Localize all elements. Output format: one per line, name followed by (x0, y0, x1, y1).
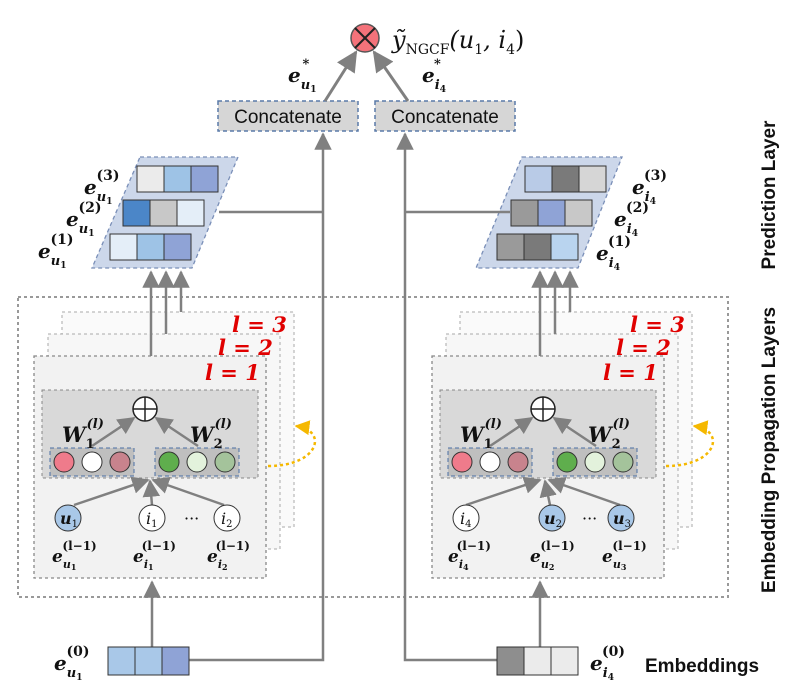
left-msg-pink (53, 451, 75, 473)
right-stack-labels: ei4(3) ei4(2) ei4(1) (596, 168, 667, 273)
right-propagation (431, 311, 693, 579)
svg-text:i2: i2 (221, 509, 233, 530)
svg-text:u1: u1 (60, 509, 78, 530)
right-embedding-vector (496, 646, 579, 676)
left-msg-green (158, 451, 180, 473)
left-node-u1 (54, 504, 82, 532)
svg-text:u2: u2 (544, 509, 562, 530)
svg-text:eu2(l−1): eu2(l−1) (530, 539, 575, 572)
concat-left: Concatenate (217, 100, 359, 132)
right-aggregation: W1(l) W2(l) (447, 396, 638, 477)
concat-left-label: Concatenate (234, 107, 342, 128)
right-msg-lightgreen (584, 451, 606, 473)
left-layer-label-2: l = 2 (218, 335, 273, 360)
left-msg-sage (214, 451, 236, 473)
left-w1-label: W1(l) (62, 417, 104, 452)
left-msg-white (81, 451, 103, 473)
svg-text:i1: i1 (146, 509, 158, 530)
ei-star-label: ei4* (422, 57, 446, 95)
output-node: ỹNGCF(u1, i4) (350, 23, 524, 58)
output-arg2-sub: 4 (506, 42, 515, 58)
svg-text:eu1(2): eu1(2) (66, 200, 101, 239)
left-msg-lightgreen (186, 451, 208, 473)
left-stack-row-3 (136, 165, 219, 193)
right-stack-row-1 (496, 233, 579, 261)
svg-text:ei4(l−1): ei4(l−1) (448, 539, 491, 572)
output-symbol: ỹ (391, 26, 406, 54)
svg-text:ei4(3): ei4(3) (632, 168, 667, 207)
right-msg-sage (612, 451, 634, 473)
svg-text:eu1(l−1): eu1(l−1) (52, 539, 97, 572)
left-layer-label-3: l = 3 (232, 312, 287, 337)
svg-text:ei4(2): ei4(2) (614, 200, 649, 239)
right-node-labels: ei4(l−1) eu2(l−1) eu3(l−1) (448, 539, 647, 572)
output-sub: NGCF (406, 42, 450, 58)
left-node-i1 (138, 504, 166, 532)
right-stack-row-2 (510, 199, 593, 227)
svg-text:ei4(1): ei4(1) (596, 234, 631, 273)
side-label-propagation: Embedding Propagation Layers (759, 307, 780, 593)
svg-text:ei2(l−1): ei2(l−1) (207, 539, 250, 572)
concat-right-label: Concatenate (391, 107, 499, 128)
right-stack-row-3 (524, 165, 607, 193)
right-node-i4 (452, 504, 480, 532)
right-w1-label: W1(l) (460, 417, 502, 452)
left-node-i2 (213, 504, 241, 532)
right-msg-white (479, 451, 501, 473)
side-label-embeddings: Embeddings (645, 656, 759, 677)
emb-right-label: ei4(0) (590, 644, 625, 683)
right-layer-label-1: l = 1 (603, 360, 658, 385)
left-embedding-vector (107, 646, 190, 676)
output-arg1-sub: 1 (474, 42, 483, 58)
emb-left-label: eu1(0) (54, 644, 89, 683)
left-ellipsis: ··· (184, 509, 199, 528)
svg-text:eu1(3): eu1(3) (84, 168, 119, 207)
svg-text:eu3(l−1): eu3(l−1) (602, 539, 647, 572)
left-stack-row-2 (122, 199, 205, 227)
output-args: (u (449, 26, 474, 54)
svg-text:i4: i4 (460, 509, 472, 530)
right-layer-label-2: l = 2 (616, 335, 671, 360)
left-w2-label: W2(l) (190, 417, 232, 452)
left-nodes: u1 i1 ··· i2 (54, 504, 241, 532)
left-aggregation: W1(l) W2(l) (49, 396, 240, 477)
right-node-u3 (607, 504, 635, 532)
right-msg-rose (507, 451, 529, 473)
left-node-labels: eu1(l−1) ei1(l−1) ei2(l−1) (52, 539, 250, 572)
left-stack-row-1 (109, 233, 192, 261)
right-msg-green (556, 451, 578, 473)
right-node-u2 (538, 504, 566, 532)
svg-text:ei1(l−1): ei1(l−1) (133, 539, 176, 572)
right-ellipsis: ··· (582, 509, 597, 528)
output-comma: , i (483, 26, 506, 54)
concat-right: Concatenate (374, 100, 516, 132)
side-label-prediction: Prediction Layer (759, 120, 780, 269)
eu-star-label: eu1* (288, 57, 316, 95)
right-layer-label-3: l = 3 (630, 312, 685, 337)
svg-text:u3: u3 (613, 509, 631, 530)
left-layer-label-1: l = 1 (205, 360, 260, 385)
svg-text:ỹNGCF(u1, i4): ỹNGCF(u1, i4) (391, 26, 524, 58)
left-msg-rose (109, 451, 131, 473)
right-msg-pink (451, 451, 473, 473)
right-w2-label: W2(l) (588, 417, 630, 452)
svg-text:eu1(1): eu1(1) (38, 232, 73, 271)
output-close: ) (515, 26, 524, 54)
right-nodes: i4 u2 ··· u3 (452, 504, 635, 532)
left-stack-labels: eu1(3) eu1(2) eu1(1) (38, 168, 119, 271)
